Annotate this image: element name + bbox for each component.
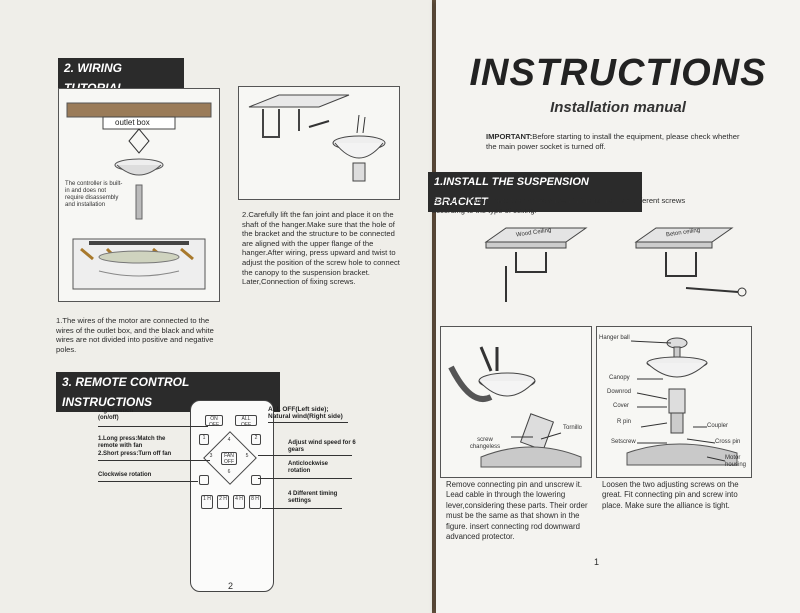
wiring-figure: outlet box The controller is built-in an… (58, 88, 220, 302)
leader-line (258, 478, 352, 479)
page-number-right: 1 (594, 557, 600, 567)
important-notice: IMPORTANT:Before starting to install the… (486, 132, 746, 151)
assembly-figure: Hanger ball Canopy Downrod Cover R pin S… (596, 326, 752, 478)
leader-line (98, 426, 208, 427)
r-pin-label: R pin (617, 419, 632, 425)
section-text: Screw the hanger onto the roof as shown … (432, 196, 686, 215)
leader-line (98, 481, 198, 482)
all-off-button[interactable]: ALL OFF (235, 415, 257, 428)
timer-8h-button[interactable]: 8 H (249, 495, 261, 509)
timer-4h-button[interactable]: 4 H (233, 495, 245, 509)
section-title: 1.INSTALL THE SUSPENSION BRACKET (428, 172, 642, 212)
page-title: INSTRUCTIONS (469, 52, 767, 94)
cover-label: Cover (613, 403, 630, 409)
outlet-box-label: outlet box (115, 118, 150, 127)
screw-label: screw changeless (469, 437, 501, 450)
button-4[interactable]: 4 (227, 437, 231, 443)
all-off-label: ALL OFF(Left side); Natural wind(Right s… (268, 406, 343, 420)
bracket-figure (238, 86, 400, 200)
long-press-label: 1.Long press:Match the remote with fan (98, 436, 166, 449)
right-page: INSTRUCTIONS Installation manual IMPORTA… (428, 0, 800, 613)
caption-right: Loosen the two adjusting screws on the g… (602, 480, 739, 510)
button-5[interactable]: 5 (245, 453, 249, 459)
downrod-label: Downrod (607, 389, 632, 395)
connecting-pin-figure: screw changeless Tornillo (440, 326, 592, 478)
ceiling-figures: Wood Ceiling Beton ceiling (476, 222, 756, 312)
button-3[interactable]: 3 (209, 453, 213, 459)
page-subtitle: Installation manual (550, 99, 686, 116)
clockwise-button[interactable] (199, 475, 209, 485)
remote-control: ON OFF ALL OFF 1 2 4 3 5 FAN OFF 6 1 H 2… (190, 400, 274, 592)
light-switch-label: Light swtich (on/off) (98, 408, 133, 421)
step2-text: 2.Carefully lift the fan joint and place… (242, 210, 400, 287)
anticlockwise-label: Anticlockwise rotation (288, 461, 329, 474)
button-6[interactable]: 6 (227, 469, 231, 475)
timing-label: 4 Different timing settings (288, 491, 338, 504)
motor-housing-label: Motor housing (725, 455, 747, 468)
setscrew-label: Setscrew (611, 439, 636, 445)
canopy-label: Canopy (609, 375, 630, 381)
cross-pin-label: Cross pin (715, 439, 741, 445)
left-page: 2. WIRING TUTORIAL outlet box The contro… (0, 0, 432, 613)
caption-left: Remove connecting pin and unscrew it. Le… (446, 480, 588, 542)
anticlockwise-button[interactable] (251, 475, 261, 485)
clockwise-label: Clockwise rotation (98, 472, 152, 478)
important-text: Before starting to install the equipment… (486, 132, 740, 151)
timer-2h-button[interactable]: 2 H (217, 495, 229, 509)
leader-line (258, 455, 352, 456)
leader-line (262, 508, 342, 509)
controller-note: The controller is built-in and does not … (65, 181, 123, 208)
timer-1h-button[interactable]: 1 H (201, 495, 213, 509)
fan-off-button[interactable]: FAN OFF (221, 452, 237, 465)
on-off-button[interactable]: ON OFF (205, 415, 223, 428)
leader-line (268, 422, 348, 423)
tornillo-label: Tornillo (563, 425, 583, 431)
page-number-left: 2 (228, 581, 234, 591)
hanger-ball-label: Hanger ball (599, 335, 630, 341)
button-1[interactable]: 1 (199, 434, 209, 445)
leader-line (98, 460, 210, 461)
important-bold: IMPORTANT: (486, 132, 533, 141)
short-press-label: 2.Short press:Turn off fan (98, 451, 172, 457)
step1-text: 1.The wires of the motor are connected t… (56, 316, 214, 354)
coupler-label: Coupler (707, 423, 729, 429)
button-2[interactable]: 2 (251, 434, 261, 445)
adjust-speed-label: Adjust wind speed for 6 gears (288, 440, 356, 453)
